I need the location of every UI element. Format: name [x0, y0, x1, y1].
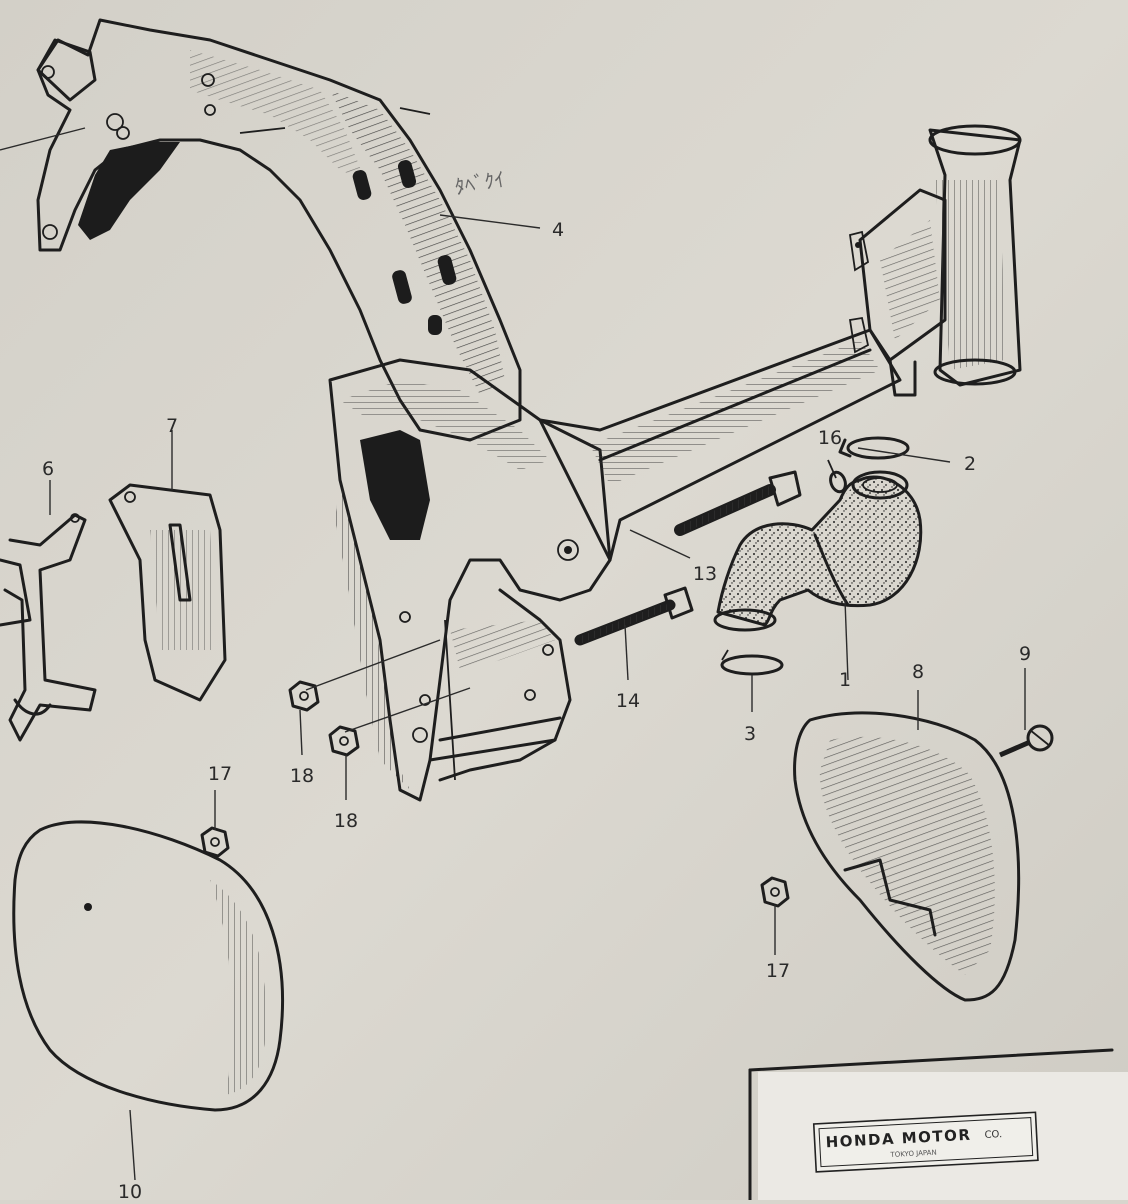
callout-1: 1	[839, 669, 851, 691]
right-side-cover	[793, 711, 1021, 1002]
nut-18-upper	[288, 680, 320, 712]
callout-2: 2	[964, 453, 976, 475]
nut-17-left	[200, 826, 230, 858]
emblem-suffix: CO.	[984, 1129, 1002, 1141]
air-cleaner-pipe	[713, 470, 923, 632]
ring-clip	[720, 649, 784, 676]
callout-14: 14	[616, 690, 640, 712]
callout-7: 7	[166, 415, 178, 437]
main-frame	[36, 18, 1022, 802]
left-side-cover	[12, 820, 284, 1112]
callout-9: 9	[1019, 643, 1031, 665]
hose-clamp	[838, 436, 910, 460]
nut-17-right	[760, 876, 790, 908]
small-screw	[827, 459, 847, 494]
callout-8: 8	[912, 661, 924, 683]
callout-18-upper: 18	[290, 765, 314, 787]
callout-3: 3	[744, 723, 756, 745]
callout-18-lower: 18	[334, 810, 358, 832]
callout-17-left: 17	[208, 763, 232, 785]
callout-4: 4	[552, 219, 564, 241]
callout-16: 16	[818, 427, 842, 449]
long-bolt	[574, 586, 694, 646]
callout-10: 10	[118, 1181, 142, 1200]
callout-labels: 1 2 3 4 6 7 8 9 10 13 14 16 17 17 18 18	[42, 219, 1031, 1203]
callout-13: 13	[693, 563, 717, 585]
bracket-cover	[108, 483, 227, 702]
bracket	[0, 513, 97, 742]
cover-screw	[999, 724, 1054, 758]
emblem-subtext: TOKYO JAPAN	[889, 1149, 937, 1159]
emblem-panel: HONDA MOTOR CO. TOKYO JAPAN	[748, 1048, 1128, 1202]
callout-17-right: 17	[766, 960, 790, 982]
stud-bolt	[674, 470, 802, 536]
callout-6: 6	[42, 458, 54, 480]
nut-18-lower	[328, 725, 360, 757]
honda-motor-emblem: HONDA MOTOR CO. TOKYO JAPAN	[812, 1111, 1039, 1173]
